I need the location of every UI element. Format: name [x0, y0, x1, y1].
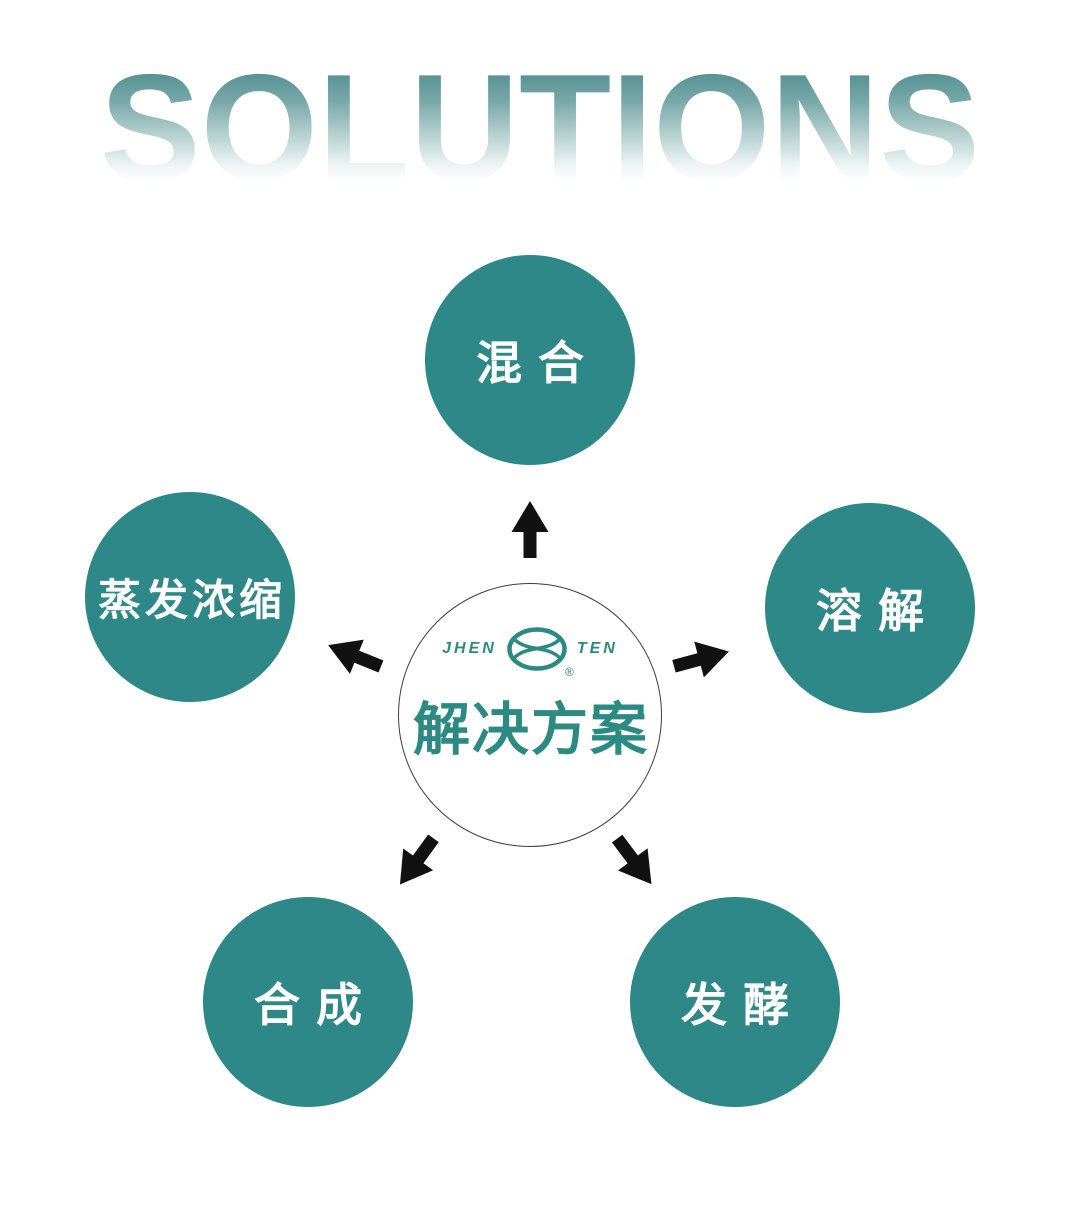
node-synthesis: 合成: [203, 897, 413, 1107]
registered-trademark: ®: [565, 665, 574, 679]
page-title: SOLUTIONS: [100, 43, 980, 200]
node-dissolving: 溶解: [765, 503, 975, 713]
arrow-up-icon: [511, 501, 549, 558]
title-text: SOLUTIONS: [100, 43, 980, 200]
node-fermentation: 发酵: [630, 897, 840, 1107]
node-fermentation-label: 发酵: [681, 979, 805, 1031]
node-synthesis-label: 合成: [254, 979, 378, 1031]
arrow-lower-left-icon: [399, 834, 439, 885]
center-hub: JHEN ® TEN 解决方案: [398, 583, 662, 847]
brand-ten-text: TEN: [576, 640, 618, 657]
center-hub-label: 解决方案: [413, 698, 649, 762]
node-evaporation-concentration-label: 蒸发浓缩: [98, 577, 286, 625]
node-dissolving-label: 溶解: [816, 585, 940, 637]
node-mixing: 混合: [425, 255, 635, 465]
node-evaporation-concentration: 蒸发浓缩: [85, 492, 295, 702]
jhenten-logo-icon: ®: [506, 626, 574, 679]
node-mixing-label: 混合: [476, 337, 600, 389]
brand-jhen-text: JHEN: [442, 640, 497, 657]
arrow-upper-right-icon: [672, 641, 730, 678]
arrow-upper-left-icon: [328, 639, 384, 674]
brand-logo: JHEN ® TEN: [442, 626, 618, 679]
arrow-lower-right-icon: [611, 834, 652, 885]
